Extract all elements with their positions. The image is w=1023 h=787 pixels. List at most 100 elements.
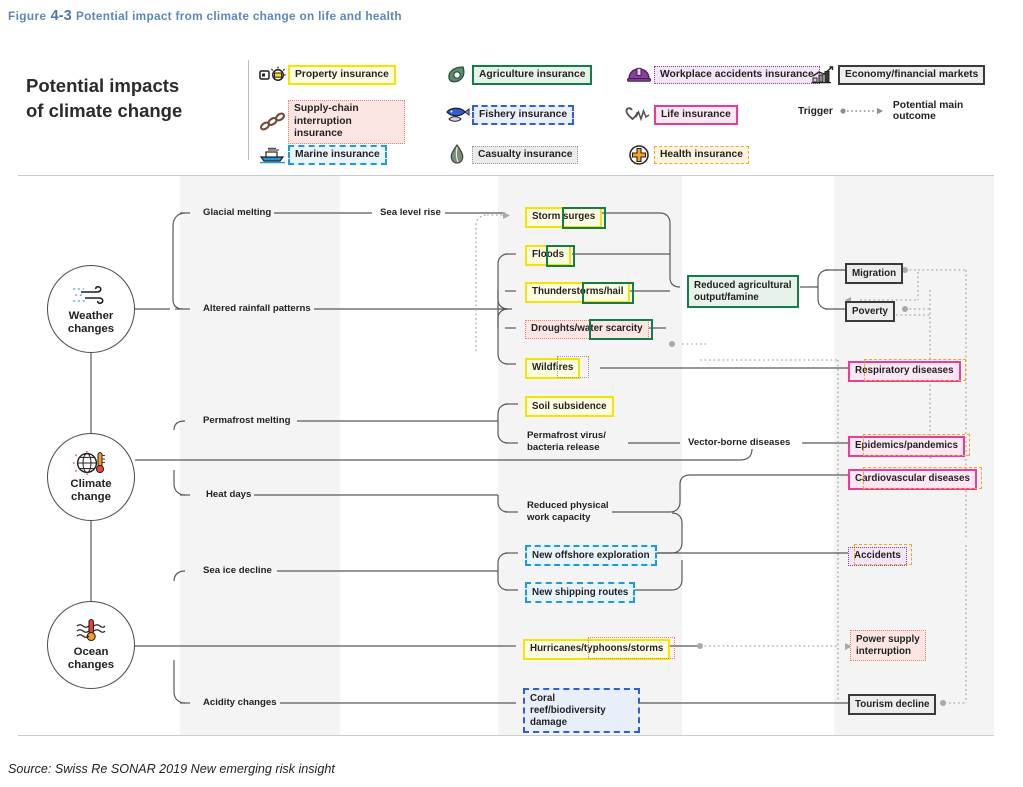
node-label-line2: work capacity (527, 511, 591, 523)
root-node-climate-change[interactable]: Climate change (47, 433, 135, 521)
node-hurricanes-typhoons-storms[interactable]: Hurricanes/typhoons/storms (523, 637, 676, 660)
column-band-triggers (180, 176, 340, 735)
legend-label-line2: interruption insurance (294, 115, 352, 140)
trigger-glacial-melting[interactable]: Glacial melting (200, 207, 275, 218)
root-label-line1: Weather (68, 309, 114, 322)
outcome-label: Respiratory diseases (848, 360, 961, 382)
cargo-ship-icon (258, 143, 288, 167)
node-label-line2: damage (530, 716, 568, 728)
legend-item-life-insurance: Life insurance (624, 103, 738, 127)
legend-title-line1: Potential impacts (26, 75, 180, 96)
outcome-label-line2: output/famine (694, 291, 759, 303)
dotted-arrow-icon (840, 106, 886, 116)
trigger-sea-ice-decline[interactable]: Sea ice decline (200, 565, 275, 576)
legend-divider (248, 60, 249, 160)
fish-icon (442, 103, 472, 127)
legend-panel: Potential impacts of climate change Prop… (18, 55, 1008, 170)
legend-item-health-insurance: Health insurance (624, 143, 749, 167)
figure-prefix: Figure (8, 9, 47, 23)
outcome-respiratory-diseases[interactable]: Respiratory diseases (848, 359, 966, 382)
outcome-label: Cardiovascular diseases (848, 468, 977, 490)
node-label-line1: Coral reef/biodiversity (530, 692, 606, 716)
outcome-migration[interactable]: Migration (845, 263, 904, 284)
page-title: Figure 4-3 Potential impact from climate… (8, 8, 402, 24)
root-node-label: Ocean changes (68, 646, 114, 673)
root-node-ocean-changes[interactable]: Ocean changes (47, 601, 135, 689)
legend-label: Casualty insurance (472, 145, 579, 165)
node-label: Hurricanes/typhoons/storms (523, 638, 671, 660)
outcome-cardiovascular-diseases[interactable]: Cardiovascular diseases (848, 467, 982, 490)
wind-icon (71, 282, 111, 308)
node-label-line2: bacteria release (527, 441, 600, 453)
trigger-heat-days[interactable]: Heat days (203, 489, 255, 500)
root-node-weather-changes[interactable]: Weather changes (47, 265, 135, 353)
legend-trigger-outcome: Trigger Potential main outcome (798, 100, 1008, 122)
legend-trigger-label: Trigger (798, 105, 833, 117)
heartbeat-icon (624, 103, 654, 127)
medical-cross-icon (624, 143, 654, 167)
figure-number: 4-3 (50, 8, 72, 24)
outcome-epidemics-pandemics[interactable]: Epidemics/pandemics (848, 434, 970, 457)
node-label: Storm surges (525, 206, 603, 228)
legend-label-line1: Supply-chain (294, 103, 359, 114)
legend-item-property-insurance: Property insurance (258, 63, 396, 87)
outcome-label: Epidemics/pandemics (848, 435, 965, 457)
trigger-permafrost-melting[interactable]: Permafrost melting (200, 415, 294, 426)
legend-label: Life insurance (654, 104, 738, 126)
node-reduced-physical-work-capacity[interactable]: Reduced physical work capacity (527, 500, 609, 523)
node-label: Droughts/water scarcity (525, 319, 649, 339)
diagram-bottom-divider (18, 735, 994, 736)
node-floods[interactable]: Floods (525, 244, 576, 267)
node-label: Floods (525, 244, 572, 266)
trigger-altered-rainfall-patterns[interactable]: Altered rainfall patterns (200, 303, 314, 314)
outcome-label-line2: interruption (856, 645, 911, 657)
figure-title-text: Potential impact from climate change on … (76, 9, 402, 23)
node-permafrost-virus-release[interactable]: Permafrost virus/ bacteria release (527, 430, 606, 453)
bar-chart-icon (808, 63, 838, 87)
source-note: Source: Swiss Re SONAR 2019 New emerging… (8, 762, 335, 776)
intermediate-vector-borne-diseases[interactable]: Vector-borne diseases (684, 437, 795, 449)
outcome-poverty[interactable]: Poverty (845, 301, 895, 322)
intermediate-sea-level-rise[interactable]: Sea level rise (376, 207, 445, 219)
legend-title: Potential impacts of climate change (26, 73, 236, 123)
trigger-acidity-changes[interactable]: Acidity changes (200, 697, 280, 708)
node-coral-reef-biodiversity-damage[interactable]: Coral reef/biodiversity damage (523, 688, 640, 733)
node-label-line1: Reduced physical (527, 500, 609, 511)
root-node-label: Climate change (70, 478, 111, 505)
outcome-label-line1: Reduced agricultural (694, 279, 792, 291)
legend-item-economy-financial-markets: Economy/financial markets (808, 63, 986, 87)
lightbulb-house-icon (258, 63, 288, 87)
legend-item-workplace-insurance: Workplace accidents insurance (624, 63, 820, 87)
node-new-shipping-routes[interactable]: New shipping routes (525, 582, 636, 603)
root-label-line1: Climate (70, 477, 112, 490)
node-wildfires[interactable]: Wildfires (525, 356, 590, 379)
legend-item-casualty-insurance: Casualty insurance (442, 143, 579, 167)
water-drop-icon (442, 143, 472, 167)
outcome-accidents[interactable]: Accidents (848, 544, 912, 566)
legend-label: Property insurance (288, 64, 396, 86)
outcome-reduced-agricultural-output[interactable]: Reduced agricultural output/famine (687, 275, 799, 308)
legend-label: Health insurance (654, 145, 749, 165)
node-new-offshore-exploration[interactable]: New offshore exploration (525, 545, 657, 566)
thermometer-waves-icon (72, 618, 110, 644)
node-storm-surges[interactable]: Storm surges (525, 206, 607, 229)
node-soil-subsidence[interactable]: Soil subsidence (525, 396, 614, 417)
outcome-label-line1: Power supply (856, 633, 920, 645)
legend-label: Supply-chain interruption insurance (288, 100, 405, 144)
node-droughts-water-scarcity[interactable]: Droughts/water scarcity (525, 318, 653, 340)
root-node-label: Weather changes (68, 310, 114, 337)
legend-item-agriculture-insurance: Agriculture insurance (442, 63, 593, 87)
diagram-top-divider (18, 175, 994, 176)
legend-item-marine-insurance: Marine insurance (258, 143, 387, 167)
node-thunderstorms-hail[interactable]: Thunderstorms/hail (525, 281, 635, 304)
node-label-line1: Permafrost virus/ (527, 430, 606, 441)
root-label-line2: change (71, 491, 111, 503)
outcome-tourism-decline[interactable]: Tourism decline (848, 694, 937, 715)
root-label-line2: changes (67, 323, 115, 335)
legend-item-fishery-insurance: Fishery insurance (442, 103, 575, 127)
outcome-power-supply-interruption[interactable]: Power supply interruption (850, 630, 926, 661)
legend-label: Economy/financial markets (838, 64, 986, 86)
globe-thermometer-icon (72, 450, 110, 476)
hard-hat-icon (624, 63, 654, 87)
legend-label: Agriculture insurance (472, 64, 593, 86)
